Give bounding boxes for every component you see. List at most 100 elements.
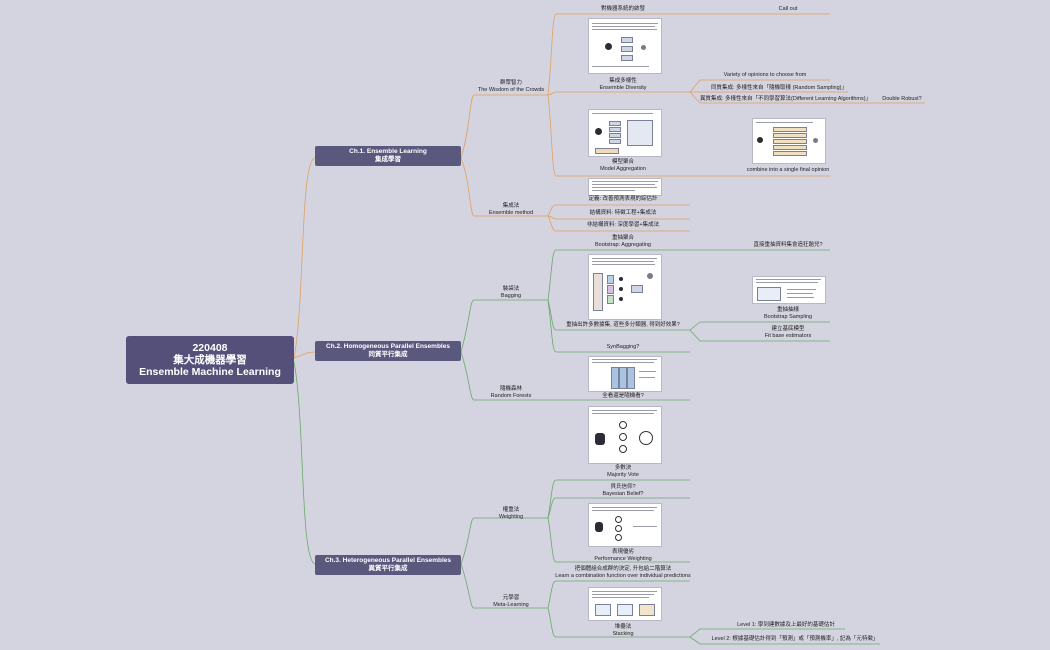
node-meta-en: Meta-Learning (493, 602, 529, 608)
node-callout[interactable]: Call out (690, 6, 886, 13)
node-structured-data[interactable]: 結構資料: 特徵工程+集成法 (556, 210, 690, 217)
chapter-1-node[interactable]: Ch.1. Ensemble Learning 集成學習 (315, 146, 461, 166)
node-fit-base-en: Fit base estimators (764, 333, 812, 339)
node-learn-combination[interactable]: 把個體組合成群的決定, 升包給二階算法 Learn a combination … (552, 566, 694, 580)
node-structured-text: 結構資料: 特徵工程+集成法 (589, 210, 657, 216)
node-rf-note[interactable]: 全看還是隨機看? (556, 393, 690, 400)
node-rf-zh: 隨機森林 (499, 386, 522, 392)
node-ensemble-diversity[interactable]: 集成多樣性 Ensemble Diversity (556, 78, 690, 92)
thumb-weighting-figure (588, 503, 662, 547)
branch-root-ch1 (293, 157, 316, 359)
root-node[interactable]: 220408 集大成機器學習 Ensemble Machine Learning (126, 336, 294, 384)
node-wisdom-zh: 群眾智力 (499, 80, 522, 86)
root-title-en: Ensemble Machine Learning (139, 366, 281, 378)
node-unstructured-text: 非結構資料: 深度學習+集成法 (586, 222, 660, 228)
node-bootstrap-aggregating[interactable]: 重抽聚合 Bootstrap: Aggregating (556, 235, 690, 249)
node-diversity-en: Ensemble Diversity (599, 85, 647, 91)
node-method-en: Ensemble method (488, 210, 534, 216)
branch-root-ch2 (293, 351, 316, 359)
node-level-1-text: Level 1: 學到建數據及上最好的基礎估計 (737, 622, 835, 628)
node-majority-en: Majority Vote (607, 472, 639, 478)
thumb-combine-figure (752, 118, 826, 164)
node-weighting[interactable]: 權重法 Weighting (474, 507, 548, 521)
node-stacking-zh: 堆疊法 (614, 624, 632, 630)
thumb-stacking-figure (588, 587, 662, 621)
chapter-3-node[interactable]: Ch.3. Heterogeneous Parallel Ensembles 異… (315, 555, 461, 575)
node-combine-final[interactable]: combine into a single final opinion (700, 167, 876, 174)
node-diversity-zh: 集成多樣性 (609, 78, 637, 84)
node-wisdom-en: The Wisdom of the Crowds (477, 87, 545, 93)
node-learn-combo-en: Learn a combination function over indivi… (555, 573, 691, 579)
node-bagging-question[interactable]: 重抽出許多數據集, 道些多分類器, 得到好效果? (556, 322, 690, 329)
branch-root-ch3 (293, 361, 316, 565)
chapter-1-subtitle: 集成學習 (375, 156, 401, 163)
node-bootstrap-sampling-en: Bootstrap Sampling (764, 314, 812, 320)
node-performance-en: Performance Weighting (594, 556, 652, 562)
node-level-2[interactable]: Level 2: 根據基礎估計得到「預測」或「預測機率」, 記為「元特徵」 (700, 636, 890, 643)
node-bagging[interactable]: 裝袋法 Bagging (474, 286, 548, 300)
node-callout-text: Call out (778, 6, 798, 12)
node-combine-text: combine into a single final opinion (746, 167, 830, 173)
thumb-definition-figure (588, 178, 662, 196)
node-crowd-inspiration[interactable]: 對機器系統的啟發 (556, 6, 690, 13)
node-level-1[interactable]: Level 1: 學到建數據及上最好的基礎估計 (700, 622, 872, 629)
root-title-zh: 集大成機器學習 (173, 354, 247, 366)
chapter-1-title: Ch.1. Ensemble Learning (349, 148, 427, 155)
node-direct-question[interactable]: 直接重抽資料集會造狂題兒? (700, 242, 876, 249)
node-heterogeneous-diversity[interactable]: 異質集成: 多樣性來自「不同學習算法(Different Learning Al… (700, 96, 872, 103)
node-ensemble-method[interactable]: 集成法 Ensemble method (474, 203, 548, 217)
node-direct-question-text: 直接重抽資料集會造狂題兒? (753, 242, 823, 248)
node-bootstrap-sampling-zh: 重抽抽樣 (776, 307, 799, 313)
node-wisdom-of-crowds[interactable]: 群眾智力 The Wisdom of the Crowds (474, 80, 548, 94)
node-performance-weighting[interactable]: 表現優劣 Performance Weighting (556, 549, 690, 563)
node-bootstrap-agg-zh: 重抽聚合 (611, 235, 634, 241)
root-date: 220408 (192, 342, 228, 354)
node-majority-vote[interactable]: 多數決 Majority Vote (556, 465, 690, 479)
chapter-3-subtitle: 異質平行集成 (368, 565, 408, 572)
node-synbagging[interactable]: SynBagging? (556, 344, 690, 351)
node-bootstrap-sampling[interactable]: 重抽抽樣 Bootstrap Sampling (700, 307, 876, 321)
thumb-random-forest-figure (588, 356, 662, 392)
node-aggregation-en: Model Aggregation (600, 166, 646, 172)
thumb-aggregation-figure (588, 109, 662, 157)
thumb-crowd-figure (588, 18, 662, 74)
node-model-aggregation[interactable]: 模型聚合 Model Aggregation (556, 159, 690, 173)
thumb-majority-vote-figure (588, 406, 662, 464)
node-random-forests[interactable]: 隨機森林 Random Forests (474, 386, 548, 400)
node-meta-zh: 元學習 (502, 595, 520, 601)
node-bagging-en: Bagging (500, 293, 522, 299)
node-bootstrap-agg-en: Bootstrap: Aggregating (595, 242, 651, 248)
node-bayes-zh: 貝氏信仰? (610, 484, 636, 490)
node-variety[interactable]: Variety of opinions to choose from (700, 72, 830, 79)
thumb-bootstrap-figure (752, 276, 826, 304)
node-definition-text: 定義: 改善預測表現的綜估計 (588, 196, 658, 202)
thumb-bagging-figure (588, 254, 662, 320)
node-fit-base-estimators[interactable]: 建立基底模型 Fit base estimators (700, 326, 876, 340)
node-fit-base-zh: 建立基底模型 (771, 326, 805, 332)
node-definition[interactable]: 定義: 改善預測表現的綜估計 (556, 196, 690, 203)
node-rf-en: Random Forests (490, 393, 532, 399)
node-weighting-en: Weighting (498, 514, 524, 520)
node-bayes-en: Bayesian Belief? (602, 491, 644, 497)
node-learn-combo-zh: 把個體組合成群的決定, 升包給二階算法 (574, 566, 672, 572)
node-unstructured-data[interactable]: 非結構資料: 深度學習+集成法 (556, 222, 690, 229)
node-meta-learning[interactable]: 元學習 Meta-Learning (474, 595, 548, 609)
node-rf-note-text: 全看還是隨機看? (602, 393, 644, 399)
node-double-robust[interactable]: Double Robust? (872, 96, 932, 103)
node-stacking-en: Stacking (612, 631, 634, 637)
chapter-2-title: Ch.2. Homogeneous Parallel Ensembles (326, 343, 450, 350)
node-majority-zh: 多數決 (614, 465, 632, 471)
node-bagging-question-text: 重抽出許多數據集, 道些多分類器, 得到好效果? (566, 322, 680, 328)
node-homog-text: 同質集成: 多樣性來自「隨機取樣 (Random Sampling)」 (711, 85, 847, 91)
chapter-2-subtitle: 同質平行集成 (368, 351, 408, 358)
node-performance-zh: 表現優劣 (611, 549, 634, 555)
node-aggregation-zh: 模型聚合 (611, 159, 634, 165)
chapter-2-node[interactable]: Ch.2. Homogeneous Parallel Ensembles 同質平… (315, 341, 461, 361)
chapter-3-title: Ch.3. Heterogeneous Parallel Ensembles (324, 557, 452, 564)
node-bayesian-belief[interactable]: 貝氏信仰? Bayesian Belief? (556, 484, 690, 498)
node-weighting-zh: 權重法 (502, 507, 520, 513)
node-heterog-text: 異質集成: 多樣性來自「不同學習算法(Different Learning Al… (700, 96, 872, 102)
node-stacking[interactable]: 堆疊法 Stacking (556, 624, 690, 638)
node-homogeneous-diversity[interactable]: 同質集成: 多樣性來自「隨機取樣 (Random Sampling)」 (700, 85, 858, 92)
